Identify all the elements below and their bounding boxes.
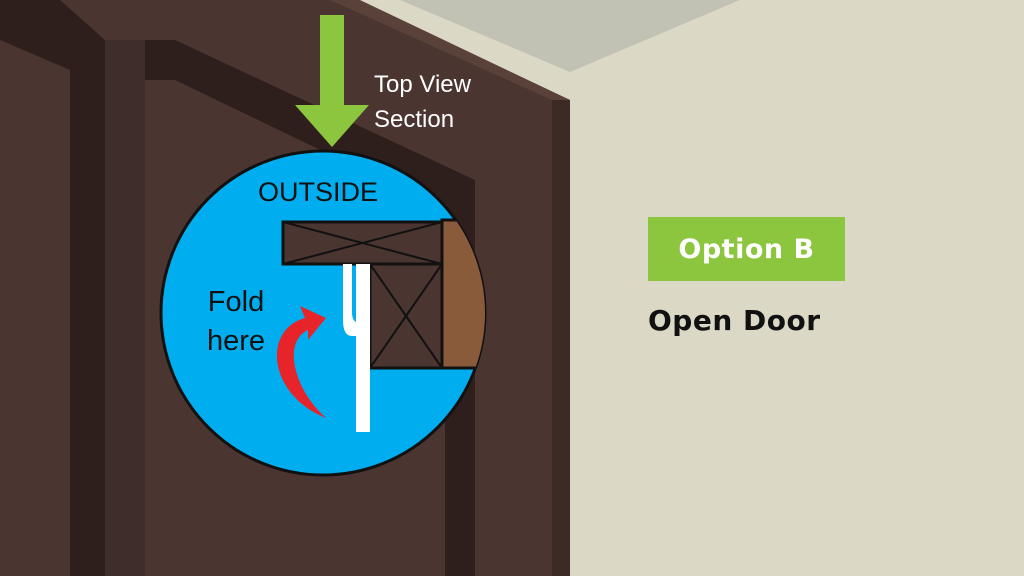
callout-label-line1: Top View — [374, 71, 472, 98]
ceiling — [400, 0, 740, 72]
frame-right-jamb — [552, 100, 570, 576]
weather-strip — [343, 264, 370, 432]
frame-post — [105, 40, 145, 576]
option-subtitle: Open Door — [648, 304, 821, 337]
callout-label-line2: Section — [374, 106, 454, 133]
frame-shadow-left — [0, 0, 105, 576]
outside-label: OUTSIDE — [258, 177, 378, 207]
down-arrow-icon — [295, 15, 369, 147]
fold-label-line2: here — [207, 325, 265, 357]
fold-label-line1: Fold — [208, 286, 264, 318]
curved-arrow-icon — [276, 306, 326, 418]
option-badge: Option B — [648, 217, 845, 281]
frame-top-edge — [330, 0, 570, 100]
